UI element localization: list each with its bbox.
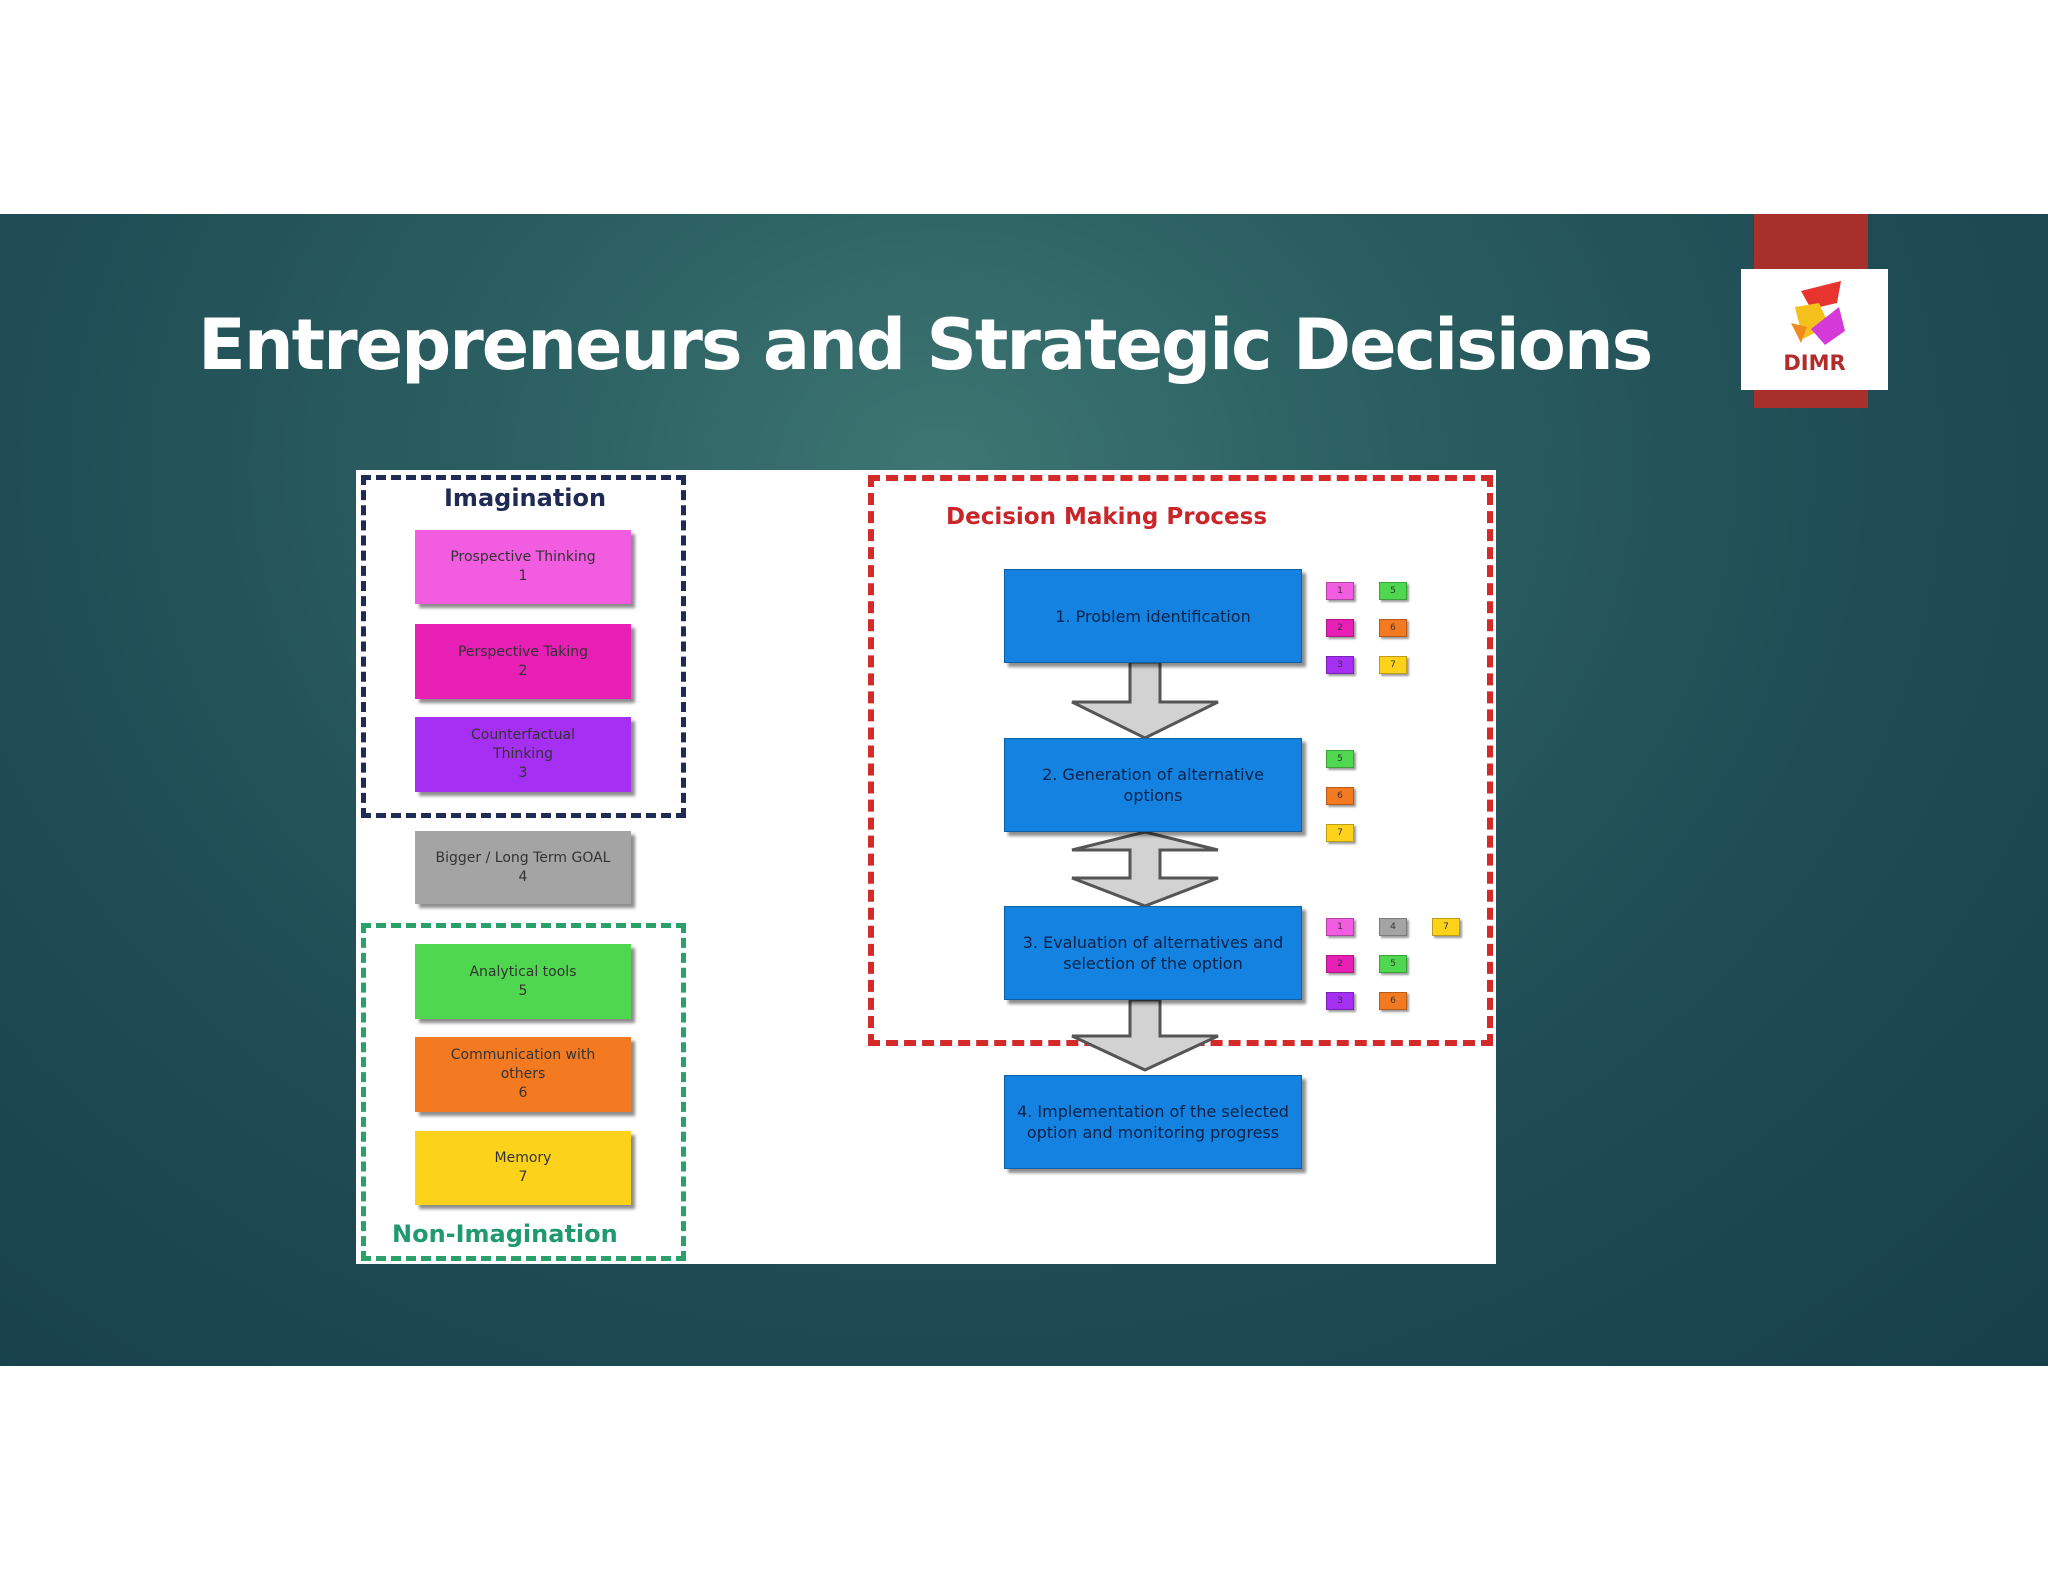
step-label: 1. Problem identification — [1055, 606, 1251, 626]
process-arrows — [1071, 660, 1219, 1072]
factor-tag: 7 — [1326, 824, 1354, 842]
factor-number: 5 — [518, 982, 528, 999]
factor-number: 3 — [518, 765, 528, 781]
slide-title: Entrepreneurs and Strategic Decisions — [198, 304, 1653, 386]
logo: DIMR — [1741, 269, 1888, 390]
imagination-group — [361, 475, 686, 818]
arrow-down-icon — [1071, 660, 1219, 740]
slide: Entrepreneurs and Strategic Decisions DI… — [0, 214, 2048, 1366]
factor-box: Communication with others 6 — [415, 1037, 631, 1112]
process-step-2: 2. Generation of alternative options — [1004, 738, 1302, 832]
factor-box: Prospective Thinking 1 — [415, 530, 631, 604]
factor-label: Memory — [494, 1150, 552, 1166]
factor-tag: 5 — [1379, 955, 1407, 973]
factor-tag: 3 — [1326, 656, 1354, 674]
non-imagination-group — [361, 923, 686, 1261]
factor-box: Memory 7 — [415, 1131, 631, 1205]
imagination-label: Imagination — [444, 484, 607, 512]
factor-label: Communication with others — [450, 1047, 596, 1082]
factor-number: 7 — [518, 1169, 528, 1185]
factor-tag: 6 — [1379, 992, 1407, 1010]
factor-tag: 2 — [1326, 619, 1354, 637]
factor-tag: 6 — [1326, 787, 1354, 805]
factor-tag: 2 — [1326, 955, 1354, 973]
factor-number: 1 — [518, 568, 528, 584]
double-arrow-icon — [1071, 830, 1219, 908]
factor-box: Perspective Taking 2 — [415, 624, 631, 699]
step-label: 2. Generation of alternative options — [1042, 765, 1264, 805]
factor-number: 4 — [518, 868, 528, 885]
step-label: 3. Evaluation of alternatives and select… — [1022, 933, 1284, 973]
factor-box: Analytical tools 5 — [415, 944, 631, 1019]
factor-number: 6 — [518, 1085, 528, 1101]
logo-text: DIMR — [1783, 351, 1846, 375]
process-step-4: 4. Implementation of the selected option… — [1004, 1075, 1302, 1169]
factor-tag: 7 — [1432, 918, 1460, 936]
factor-box: Counterfactual Thinking 3 — [415, 717, 631, 792]
decision-diagram: Imagination Non-Imagination Decision Mak… — [356, 470, 1496, 1264]
factor-label: Bigger / Long Term GOAL — [435, 849, 611, 866]
factor-tag: 1 — [1326, 582, 1354, 600]
factor-label: Analytical tools — [469, 963, 577, 980]
process-step-3: 3. Evaluation of alternatives and select… — [1004, 906, 1302, 1000]
decision-process-label: Decision Making Process — [946, 504, 1268, 530]
factor-label: Prospective Thinking — [450, 549, 596, 565]
logo-mark-icon — [1791, 281, 1845, 345]
factor-tag: 6 — [1379, 619, 1407, 637]
factor-tag: 1 — [1326, 918, 1354, 936]
factor-tag: 5 — [1326, 750, 1354, 768]
factor-tag: 3 — [1326, 992, 1354, 1010]
factor-tag: 7 — [1379, 656, 1407, 674]
factor-number: 2 — [518, 662, 528, 679]
arrow-down-icon — [1071, 998, 1219, 1072]
factor-box: Bigger / Long Term GOAL 4 — [415, 831, 631, 904]
factor-tag: 5 — [1379, 582, 1407, 600]
step-label: 4. Implementation of the selected option… — [1017, 1102, 1289, 1142]
factor-tag: 4 — [1379, 918, 1407, 936]
process-step-1: 1. Problem identification — [1004, 569, 1302, 663]
factor-label: Counterfactual Thinking — [471, 727, 575, 762]
non-imagination-label: Non-Imagination — [392, 1220, 618, 1248]
factor-label: Perspective Taking — [457, 643, 589, 660]
